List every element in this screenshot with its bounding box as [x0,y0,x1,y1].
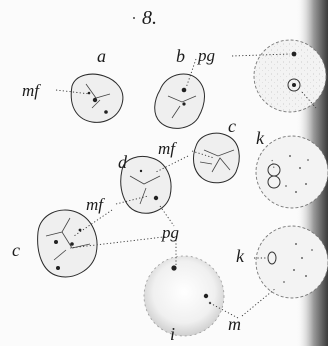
leader-pg-1b [231,53,291,57]
label-b: b [176,46,185,66]
label-k-lower: k [236,246,245,266]
cell-b [154,73,205,129]
leader-k-1 [271,159,275,169]
label-mf-2: mf [158,139,177,158]
label-pg-1: pg [197,46,215,65]
leader-m-b [241,287,277,317]
label-mf-1: mf [22,81,41,100]
label-a: a [97,46,106,66]
sphere-right-top [253,39,327,113]
cell-d [120,156,172,214]
label-m: m [228,314,241,334]
figure-number: 8. [142,7,157,29]
leader-mf-3b [73,209,113,237]
leader-m-a [207,301,239,319]
label-k-upper: k [256,128,265,148]
cell-c-upper [193,132,240,184]
leader-mf-1 [55,89,91,95]
leader-pg-2b [69,235,173,249]
label-pg-2: pg [161,223,179,242]
figure-number-dot [133,17,135,19]
sphere-i [143,255,225,337]
sphere-right-bottom [255,225,328,299]
label-c-lower: c [12,240,20,260]
leader-pg-2a [159,205,175,227]
leader-mf-3 [115,195,149,205]
label-i: i [170,324,175,344]
leader-mf-2 [191,150,215,159]
label-mf-3: mf [86,195,105,214]
sphere-right-mid [255,135,328,209]
cell-a [70,73,124,123]
leader-mf-2b [155,155,189,173]
leader-right-top [301,91,317,109]
label-c-upper: c [228,116,236,136]
label-d: d [118,152,128,172]
cell-c-lower [37,209,98,278]
